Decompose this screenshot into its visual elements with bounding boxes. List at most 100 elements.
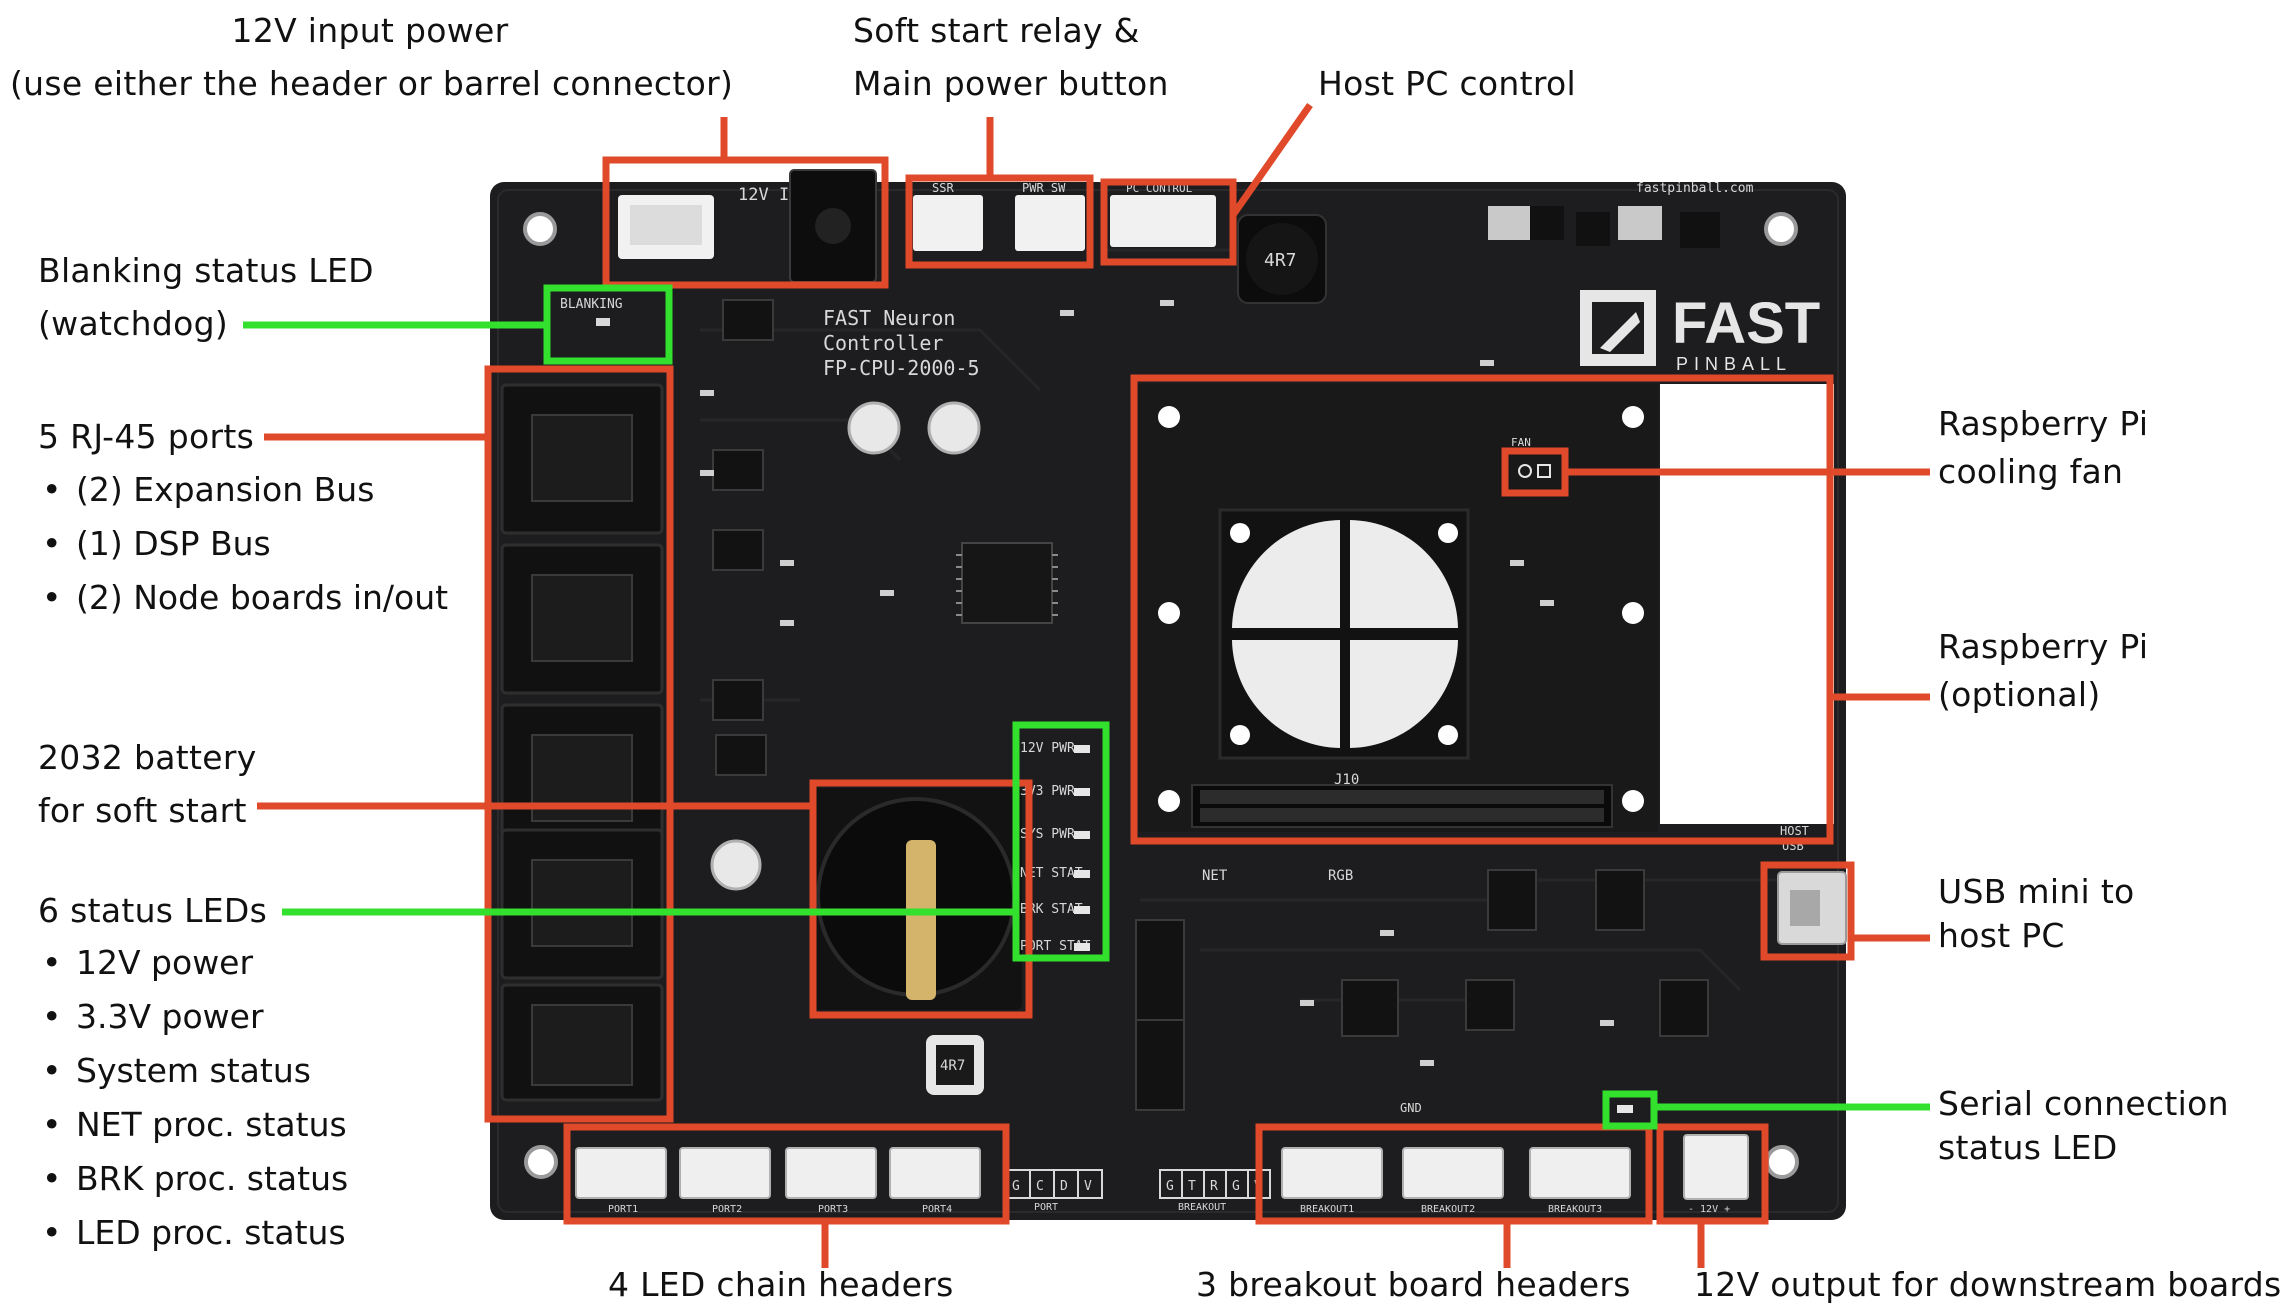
label-power-input: 12V input power (use either the header o… <box>10 4 734 110</box>
rj45-item: (2) Node boards in/out <box>38 571 448 625</box>
callout-box-power-input <box>602 156 889 289</box>
label-blanking-line1: Blanking status LED <box>38 251 374 290</box>
silk-port: PORT <box>1034 1202 1058 1213</box>
brand-subtext: PINBALL <box>1676 354 1792 374</box>
label-usb-mini-line1: USB mini to <box>1938 872 2135 911</box>
silk-gtrg-r: R <box>1210 1179 1218 1194</box>
pwr-sw-header <box>1015 195 1085 251</box>
label-power-input-line2: (use either the header or barrel connect… <box>10 64 734 103</box>
label-battery: 2032 battery for soft start <box>38 731 257 837</box>
led-port-header <box>785 1147 877 1199</box>
silk-12v-in: 12V IN <box>738 185 799 205</box>
status-led-item: 12V power <box>38 936 348 990</box>
silk-gcdv-v: V <box>1084 1179 1092 1194</box>
silk-title-3: FP-CPU-2000-5 <box>823 356 980 380</box>
rj45-list: (2) Expansion Bus (1) DSP Bus (2) Node b… <box>38 463 448 625</box>
silk-gtrg-g: G <box>1166 1179 1174 1194</box>
label-battery-line2: for soft start <box>38 791 247 830</box>
label-raspberry-pi: Raspberry Pi (optional) <box>1938 623 2148 719</box>
callout-box-battery <box>809 779 1033 1019</box>
label-serial-led-line1: Serial connection <box>1938 1084 2229 1123</box>
silk-breakout3: BREAKOUT3 <box>1548 1204 1602 1215</box>
callout-box-led-chain <box>563 1123 1010 1225</box>
silk-gtrg-t: T <box>1188 1179 1196 1194</box>
silk-website: fastpinball.com <box>1636 181 1754 196</box>
callout-box-breakout <box>1255 1123 1653 1225</box>
silk-breakout1: BREAKOUT1 <box>1300 1204 1354 1215</box>
label-status-leds-title: 6 status LEDs <box>38 891 268 930</box>
label-power-input-line1: 12V input power <box>231 11 509 50</box>
label-rj45-title: 5 RJ-45 ports <box>38 417 255 456</box>
callout-box-rj45 <box>484 365 674 1123</box>
status-leds-list: 12V power 3.3V power System status NET p… <box>38 936 348 1260</box>
status-led-item: System status <box>38 1044 348 1098</box>
label-host-pc-line1: Host PC control <box>1318 64 1576 103</box>
label-blanking: Blanking status LED (watchdog) <box>38 244 374 350</box>
silk-breakout: BREAKOUT <box>1178 1202 1226 1213</box>
label-blanking-line2: (watchdog) <box>38 304 229 343</box>
silk-port2: PORT2 <box>712 1204 742 1215</box>
label-usb-mini: USB mini to host PC <box>1938 870 2135 958</box>
callout-box-soft-start <box>905 174 1094 269</box>
out-12v-header <box>1683 1134 1749 1200</box>
silk-blanking: BLANKING <box>560 297 623 312</box>
mounting-hole <box>1764 212 1798 246</box>
label-soft-start-line1: Soft start relay & <box>853 11 1140 50</box>
fast-pinball-logo: FAST PINBALL <box>1580 290 1820 374</box>
label-cooling-fan-line1: Raspberry Pi <box>1938 404 2149 443</box>
breakout-header <box>1402 1147 1504 1199</box>
label-out-12v: 12V output for downstream boards <box>1694 1265 2282 1304</box>
label-raspberry-pi-line2: (optional) <box>1938 675 2101 714</box>
label-raspberry-pi-line1: Raspberry Pi <box>1938 627 2149 666</box>
label-breakout-headers: 3 breakout board headers <box>1196 1265 1631 1304</box>
silk-host: HOST <box>1780 824 1809 838</box>
silk-fan: FAN <box>1511 436 1531 449</box>
silk-gcdv-d: D <box>1060 1179 1068 1194</box>
label-soft-start-line2: Main power button <box>853 64 1169 103</box>
label-led-chain: 4 LED chain headers <box>608 1265 954 1304</box>
mounting-hole <box>524 1145 558 1179</box>
silk-port3: PORT3 <box>818 1204 848 1215</box>
led-port-header <box>575 1147 667 1199</box>
silk-led-5: BRK STAT <box>1020 902 1083 917</box>
label-battery-line1: 2032 battery <box>38 738 257 777</box>
status-led-item: BRK proc. status <box>38 1152 348 1206</box>
pi-cutout <box>1660 384 1834 824</box>
silk-ssr: SSR <box>932 181 954 195</box>
silk-gcdv-g: G <box>1012 1179 1020 1194</box>
label-serial-led-line2: status LED <box>1938 1128 2118 1167</box>
callout-box-status-leds <box>1012 721 1110 962</box>
battery-holder <box>810 788 1022 1010</box>
callout-box-fan <box>1501 447 1569 497</box>
callout-box-serial-led <box>1602 1090 1658 1130</box>
silk-port4: PORT4 <box>922 1204 952 1215</box>
label-soft-start: Soft start relay & Main power button <box>853 4 1169 110</box>
status-led-item: 3.3V power <box>38 990 348 1044</box>
silk-port1: PORT1 <box>608 1204 638 1215</box>
breakout-header <box>1281 1147 1383 1199</box>
status-led-item: LED proc. status <box>38 1206 348 1260</box>
ssr-header <box>913 195 983 251</box>
mounting-hole <box>523 212 557 246</box>
brand-text: FAST <box>1672 291 1820 356</box>
silk-inductor: 4R7 <box>1264 250 1297 271</box>
label-cooling-fan: Raspberry Pi cooling fan <box>1938 400 2148 496</box>
label-serial-led: Serial connection status LED <box>1938 1082 2229 1170</box>
mcu-chip <box>961 542 1053 624</box>
silk-rgb: RGB <box>1328 868 1353 884</box>
label-host-pc: Host PC control <box>1318 57 1576 110</box>
silk-led-2: 3V3 PWR <box>1020 784 1075 799</box>
callout-box-out-12v <box>1656 1123 1769 1225</box>
pc-control-header <box>1110 195 1216 247</box>
silk-gtrg-g2: G <box>1232 1179 1240 1194</box>
leader-host-pc <box>1230 102 1313 218</box>
label-cooling-fan-line2: cooling fan <box>1938 452 2124 491</box>
callout-box-usb <box>1760 861 1855 961</box>
rj45-item: (1) DSP Bus <box>38 517 448 571</box>
capacitor <box>710 401 981 891</box>
silk-out-12v: - 12V + <box>1688 1204 1730 1215</box>
status-led-item: NET proc. status <box>38 1098 348 1152</box>
silk-led-6: PORT STAT <box>1020 939 1091 954</box>
